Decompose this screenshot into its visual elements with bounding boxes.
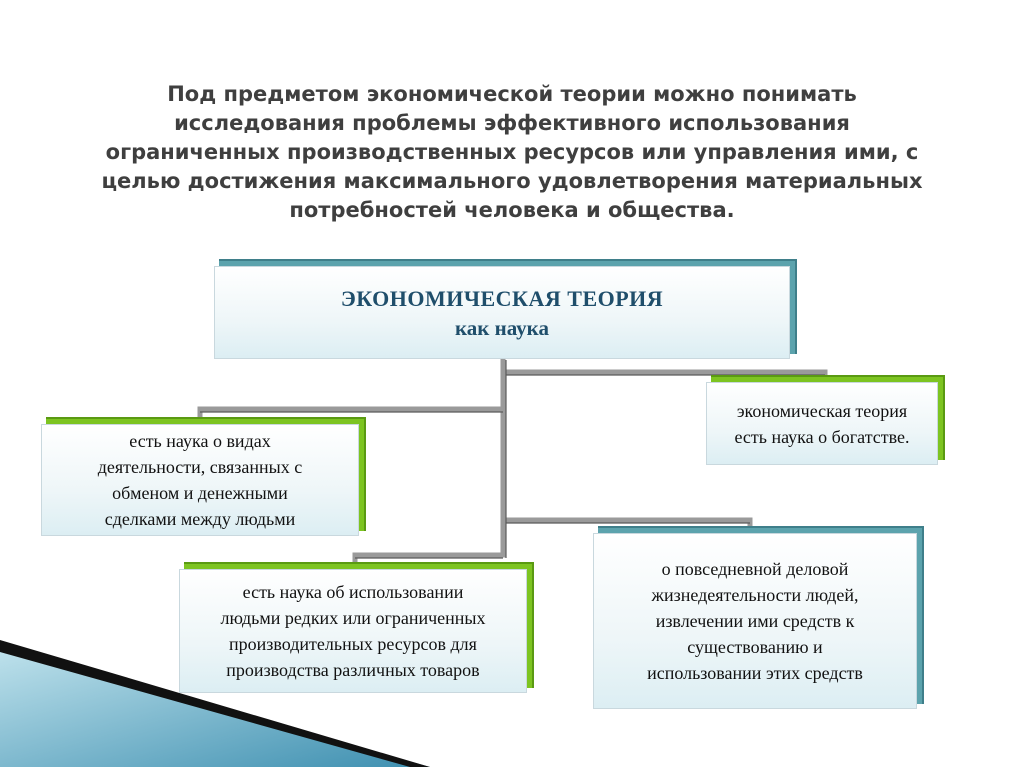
node-wealth: экономическая теория есть наука о богатс…: [706, 382, 938, 465]
root-subtitle: как наука: [455, 315, 549, 340]
node-activities: есть наука о видах деятельности, связанн…: [41, 424, 359, 536]
slide-title: Под предметом экономической теории можно…: [101, 82, 923, 222]
root-title: ЭКОНОМИЧЕСКАЯ ТЕОРИЯ: [340, 285, 664, 311]
node-everyday-life: о повседневной деловой жизнедеятельности…: [593, 533, 917, 709]
root-node: ЭКОНОМИЧЕСКАЯ ТЕОРИЯ как наука: [214, 266, 790, 359]
node-scarce-resources: есть наука об использовании людьми редки…: [179, 569, 527, 693]
